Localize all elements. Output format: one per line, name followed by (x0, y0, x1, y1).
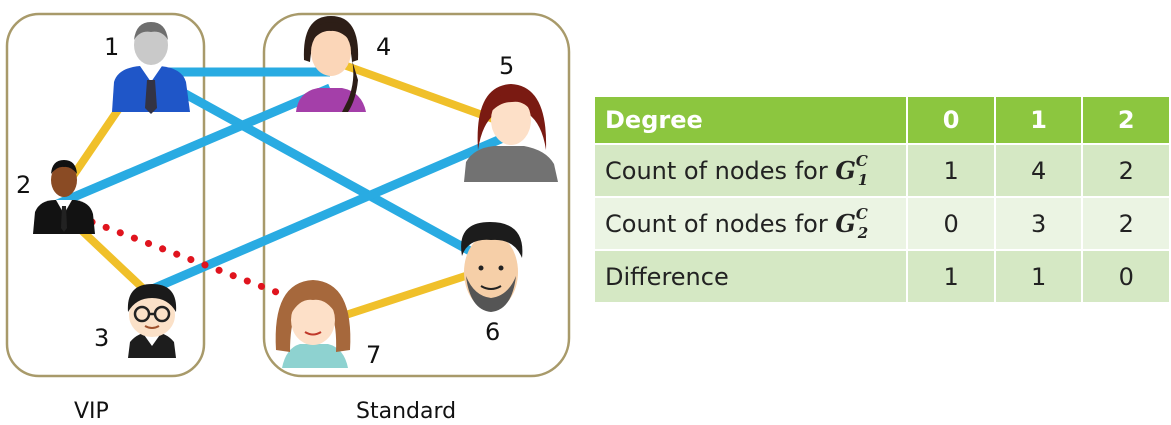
node-1-man-tie-icon (112, 22, 190, 114)
table-header-degree-2: 2 (1083, 97, 1169, 143)
table-cell: 3 (995, 198, 1082, 249)
vip-group-box (5, 12, 206, 378)
table-cell: 2 (1083, 198, 1169, 249)
table-cell: 1 (908, 251, 994, 302)
row-label: Count of nodes for GC1 (595, 145, 907, 196)
edge-3-5 (148, 130, 512, 295)
table-header-degree: Degree (595, 97, 907, 143)
row-label: Difference (595, 251, 907, 302)
node-2-man-dark-icon (33, 160, 95, 234)
table-cell: 1 (908, 145, 994, 196)
row-label: Count of nodes for GC2 (595, 198, 907, 249)
node-6-man-beard-icon (461, 222, 523, 312)
graph-symbol: GC1 (835, 152, 868, 189)
node-3-man-glasses-icon (127, 284, 177, 358)
table-cell: 0 (1083, 251, 1169, 302)
table-cell: 2 (1083, 145, 1169, 196)
edges-layer (53, 56, 512, 329)
edge-1-6 (157, 76, 493, 266)
table-header-row: Degree 0 1 2 (595, 97, 1169, 143)
node-7-girl-icon (275, 280, 351, 368)
graph-letter: G (835, 156, 856, 185)
node-graph: 1 2 3 4 5 6 7 VIP Standard (5, 12, 571, 424)
table-cell: 1 (995, 251, 1082, 302)
standard-group-label: Standard (356, 399, 456, 424)
node-label-4: 4 (376, 33, 391, 61)
table-header-degree-1: 1 (995, 97, 1082, 143)
node-4-woman-braid-icon (296, 16, 366, 112)
node-label-5: 5 (499, 52, 514, 80)
node-label-6: 6 (485, 318, 500, 346)
table-row: Difference 1 1 0 (595, 251, 1169, 302)
table-cell: 0 (908, 198, 994, 249)
edge-2-7-removed (88, 218, 296, 302)
graph-superscript: C (855, 152, 868, 170)
node-label-7: 7 (366, 341, 381, 369)
table-row: Count of nodes for GC1 1 4 2 (595, 145, 1169, 196)
vip-group-label: VIP (74, 399, 109, 424)
table-cell: 4 (995, 145, 1082, 196)
table-header-degree-0: 0 (908, 97, 994, 143)
row-label-text: Count of nodes for (605, 210, 836, 238)
row-label-text: Count of nodes for (605, 157, 836, 185)
node-label-2: 2 (16, 171, 31, 199)
edge-2-4 (53, 83, 332, 210)
graph-subscript: 2 (857, 224, 869, 242)
graph-subscript: 1 (857, 171, 869, 189)
node-label-3: 3 (94, 324, 109, 352)
node-5-woman-redhair-icon (464, 84, 558, 182)
standard-group-box (262, 12, 571, 378)
node-label-1: 1 (104, 33, 119, 61)
graph-superscript: C (855, 205, 868, 223)
degree-count-table: Degree 0 1 2 Count of nodes for GC1 1 4 … (593, 95, 1171, 304)
graph-symbol: GC2 (835, 205, 868, 242)
graph-letter: G (835, 209, 856, 238)
table-row: Count of nodes for GC2 0 3 2 (595, 198, 1169, 249)
